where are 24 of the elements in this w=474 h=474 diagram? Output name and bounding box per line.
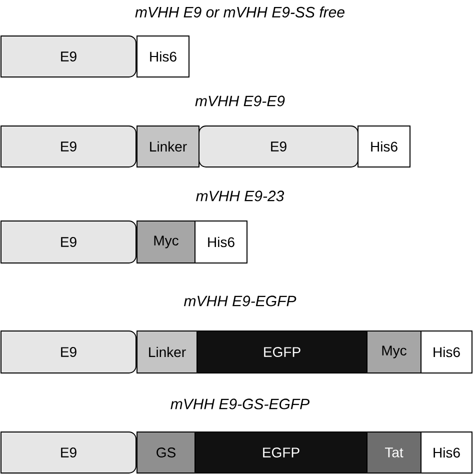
domain-box: E9: [0, 432, 136, 474]
domain-box: Linker: [136, 330, 198, 374]
construct-title: mVHH E9-EGFP: [184, 296, 296, 306]
domain-box: GS: [136, 432, 196, 474]
domain-box: His6: [420, 432, 472, 474]
domain-box: Myc: [136, 220, 196, 264]
domain-box: EGFP: [196, 330, 368, 374]
domain-box: His6: [420, 330, 472, 374]
construct-title: mVHH E9-23: [196, 190, 284, 202]
domain-box: Linker: [136, 126, 200, 168]
domain-box: His6: [358, 126, 410, 168]
construct-title: mVHH E9-E9: [195, 96, 285, 106]
domain-box: His6: [136, 36, 190, 78]
domain-box: E9: [0, 330, 136, 374]
domain-box: E9: [0, 126, 136, 168]
domain-box: Tat: [366, 432, 422, 474]
domain-box: E9: [0, 220, 136, 264]
domain-box: E9: [0, 36, 136, 78]
construct-title: mVHH E9-GS-EGFP: [170, 398, 310, 410]
domain-box: EGFP: [194, 432, 368, 474]
domain-box: E9: [198, 126, 358, 168]
construct-title: mVHH E9 or mVHH E9-SS free: [135, 6, 344, 18]
domain-box: Myc: [366, 330, 422, 374]
domain-box: His6: [194, 220, 248, 264]
